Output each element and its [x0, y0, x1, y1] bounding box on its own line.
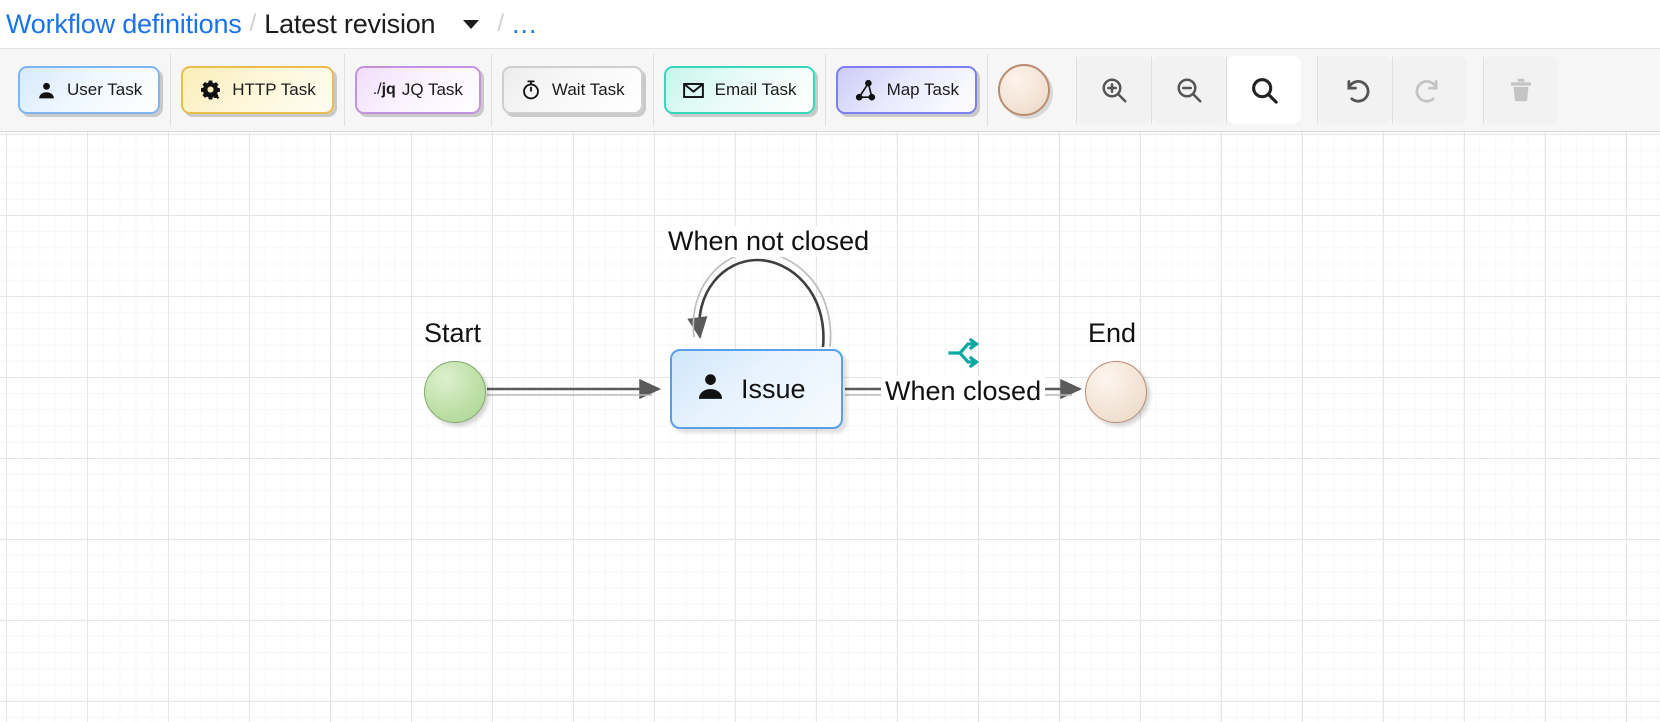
- breadcrumb-separator-2: /: [497, 10, 505, 37]
- palette-http-task-button[interactable]: HTTP Task: [181, 66, 334, 114]
- toolbar-divider-3: [1226, 56, 1228, 124]
- delete-control-group: [1484, 54, 1559, 126]
- person-icon: [36, 80, 57, 101]
- workflow-node-issue[interactable]: Issue: [670, 349, 843, 429]
- graph-node-icon: [854, 79, 877, 102]
- edge-start-to-issue[interactable]: [487, 378, 662, 400]
- palette-cell-wait-task: Wait Task: [492, 54, 654, 126]
- zoom-in-button[interactable]: [1077, 56, 1152, 124]
- breadcrumb: Workflow definitions / Latest revision /…: [0, 0, 1660, 48]
- zoom-out-button[interactable]: [1152, 56, 1227, 124]
- person-icon: [694, 370, 727, 408]
- breadcrumb-root-link[interactable]: Workflow definitions: [6, 8, 242, 39]
- palette-cell-http-task: HTTP Task: [171, 54, 345, 126]
- palette-email-task-label: Email Task: [714, 80, 797, 99]
- gear-arrow-icon: [199, 79, 222, 102]
- palette-jq-task-button[interactable]: ./jq JQ Task: [354, 66, 481, 114]
- branch-split-icon[interactable]: [948, 337, 980, 373]
- zoom-fit-button[interactable]: [1227, 56, 1302, 124]
- jq-text-icon: ./jq: [372, 81, 396, 98]
- toolbar-divider-2: [1151, 56, 1153, 124]
- palette-cell-user-task: User Task: [8, 54, 172, 126]
- toolbar-divider-1: [1076, 56, 1078, 124]
- stopwatch-icon: [520, 79, 542, 101]
- palette-user-task-label: User Task: [67, 80, 143, 99]
- workflow-canvas[interactable]: Start End When not closed When closed Is…: [0, 132, 1660, 722]
- node-label-end: End: [1088, 318, 1137, 348]
- node-label-start: Start: [424, 318, 482, 348]
- palette-cell-end-node: [988, 54, 1060, 126]
- palette-wait-task-button[interactable]: Wait Task: [501, 66, 643, 114]
- breadcrumb-revision-label: Latest revision: [264, 8, 436, 39]
- toolbar-divider-4: [1317, 56, 1319, 124]
- workflow-node-end[interactable]: [1085, 361, 1147, 423]
- palette-jq-task-label: JQ Task: [401, 80, 463, 99]
- edge-label-when-not-closed: When not closed: [664, 226, 874, 257]
- end-node-swatch[interactable]: [998, 64, 1051, 116]
- edge-label-when-closed: When closed: [881, 376, 1046, 407]
- workflow-node-start[interactable]: [424, 361, 486, 423]
- view-controls-group: [1077, 54, 1302, 126]
- redo-button[interactable]: [1393, 56, 1468, 124]
- palette-email-task-button[interactable]: Email Task: [663, 66, 815, 114]
- palette-map-task-button[interactable]: Map Task: [835, 66, 978, 114]
- palette-cell-email-task: Email Task: [654, 54, 826, 126]
- breadcrumb-separator-1: /: [249, 10, 257, 37]
- toolbar-divider-6: [1483, 56, 1485, 124]
- editor-toolbar: User Task HTTP Task ./jq JQ Task: [0, 48, 1660, 132]
- palette-cell-map-task: Map Task: [826, 54, 989, 126]
- palette-cell-jq-task: ./jq JQ Task: [345, 54, 492, 126]
- palette-http-task-label: HTTP Task: [232, 80, 316, 99]
- palette-user-task-button[interactable]: User Task: [18, 66, 161, 114]
- edge-issue-self-loop[interactable]: [687, 251, 832, 348]
- workflow-node-issue-label: Issue: [741, 373, 806, 404]
- chevron-down-icon[interactable]: [463, 19, 480, 29]
- envelope-icon: [682, 79, 705, 102]
- breadcrumb-overflow-menu[interactable]: ...: [512, 8, 538, 39]
- delete-button[interactable]: [1484, 56, 1559, 124]
- toolbar-divider-5: [1392, 56, 1394, 124]
- undo-button[interactable]: [1318, 56, 1393, 124]
- palette-map-task-label: Map Task: [886, 80, 960, 99]
- palette-wait-task-label: Wait Task: [551, 80, 625, 99]
- history-controls-group: [1318, 54, 1468, 126]
